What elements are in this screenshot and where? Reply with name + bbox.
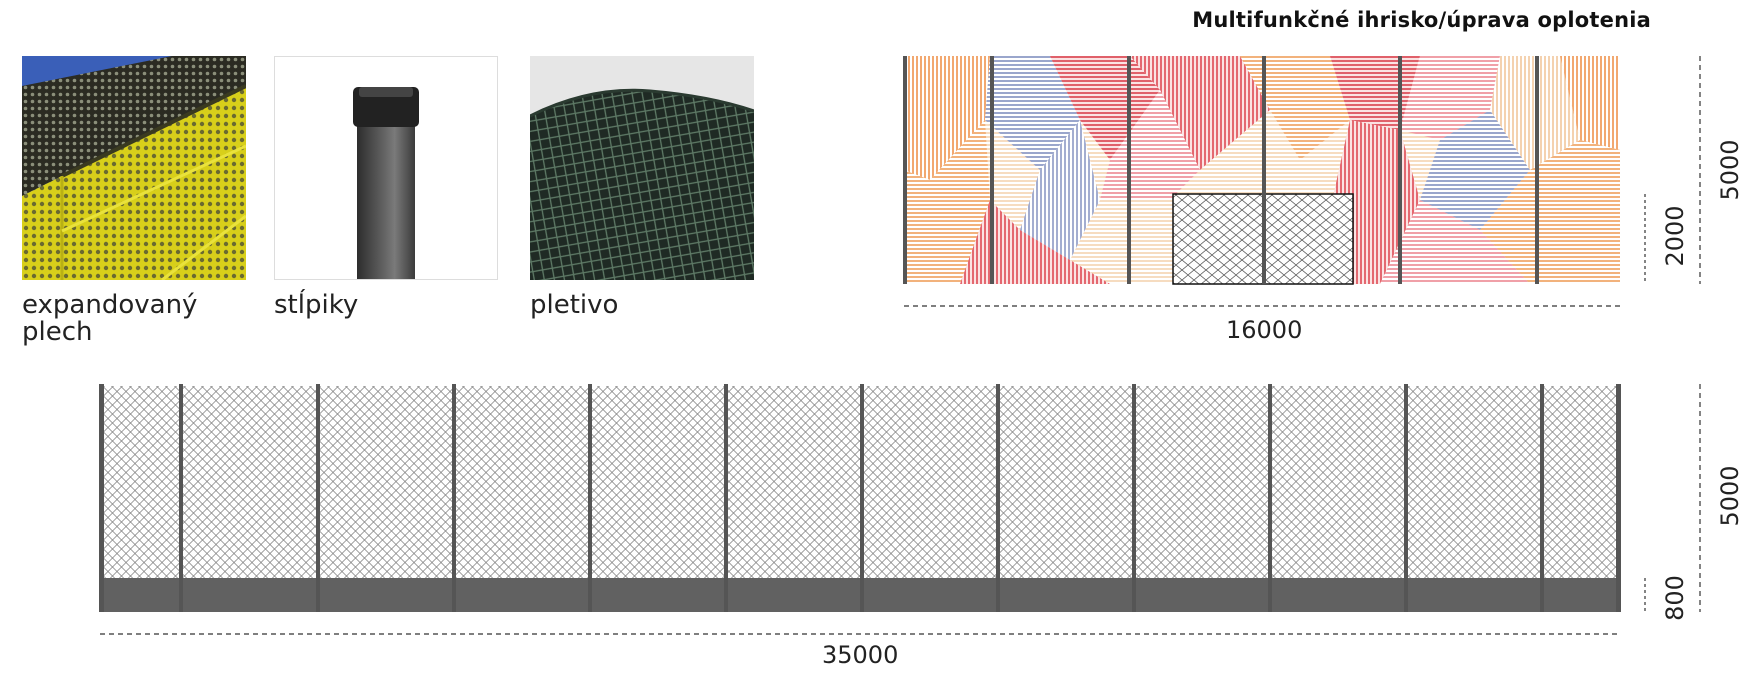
- upper-height-label: 5000: [1716, 139, 1739, 201]
- caption-posts: stĺpiky: [274, 290, 359, 320]
- lower-height-label: 5000: [1716, 465, 1739, 527]
- caption-mesh: pletivo: [530, 290, 619, 320]
- upper-width-label: 16000: [1226, 316, 1303, 344]
- lower-width-label: 35000: [822, 641, 899, 669]
- wire-mesh-photo: [530, 56, 754, 280]
- base-height-label: 800: [1661, 575, 1689, 621]
- upper-posts: [903, 56, 1539, 284]
- page-title: Multifunkčné ihrisko/úprava oplotenia: [1192, 8, 1651, 32]
- post-photo: [274, 56, 498, 280]
- caption-expanded-metal: expandovaný plech: [22, 292, 197, 346]
- lower-posts: [99, 384, 1621, 612]
- caption-expanded-metal-line1: expandovaný: [22, 290, 198, 320]
- gate-height-label: 2000: [1661, 205, 1689, 267]
- caption-expanded-metal-line2: plech: [22, 317, 93, 347]
- expanded-metal-photo: [22, 56, 246, 280]
- lower-fence-elevation: [99, 384, 1621, 612]
